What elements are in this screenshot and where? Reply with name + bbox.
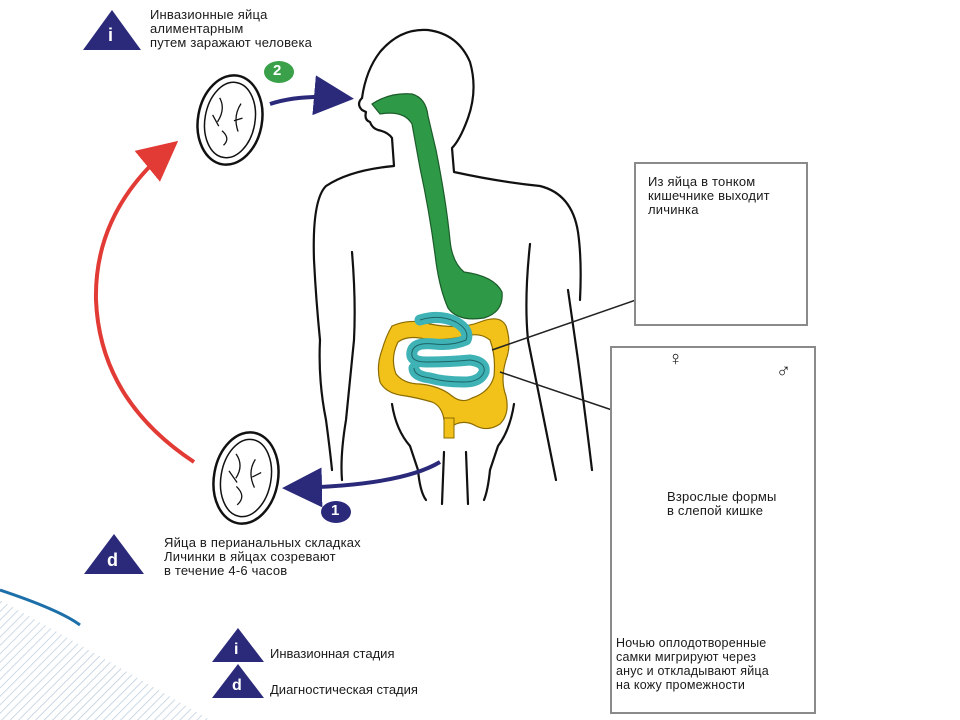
pointer-to-box-45 xyxy=(499,371,613,411)
step-1-text: Яйца в перианальных складках Личинки в я… xyxy=(164,535,361,578)
digestive-tract xyxy=(371,93,510,439)
large-intestine xyxy=(377,318,510,430)
egg-perianal xyxy=(212,431,280,525)
step-4-text: Взрослые формы в слепой кишке xyxy=(667,489,777,518)
badge-number-4: 4 xyxy=(687,454,696,471)
arrow-cycle-red xyxy=(93,140,196,464)
human-body-outline xyxy=(312,28,594,506)
step-5-text: Ночью оплодотворенные самки мигрируют че… xyxy=(616,636,769,692)
stage-d-letter: d xyxy=(107,550,119,570)
stage-i-letter: i xyxy=(108,25,114,45)
female-symbol: ♀ xyxy=(668,348,684,370)
arrow-step-2 xyxy=(269,75,354,116)
step-3-text: Из яйца в тонком кишечнике выходит личин… xyxy=(648,174,770,217)
legend-triangle-i xyxy=(212,628,264,662)
legend-invasive-label: Инвазионная стадия xyxy=(270,646,395,661)
legend-diagnostic-label: Диагностическая стадия xyxy=(270,682,418,697)
step-3-box xyxy=(634,162,808,326)
legend-d-letter: d xyxy=(232,677,242,694)
legend-triangle-d xyxy=(212,664,264,698)
badge-1 xyxy=(321,501,351,523)
pointer-to-box-3 xyxy=(491,299,637,351)
badge-number-3: 3 xyxy=(650,230,659,247)
slide-corner-decoration xyxy=(0,588,210,720)
egg-invasive xyxy=(196,74,264,166)
legend-i-letter: i xyxy=(234,641,239,658)
stage-triangle-i-top xyxy=(83,10,141,50)
badge-number-1: 1 xyxy=(331,502,340,519)
step-4-5-box xyxy=(610,346,816,714)
badge-number-2: 2 xyxy=(273,62,282,79)
esophagus xyxy=(371,93,503,320)
stage-triangle-d xyxy=(84,534,144,574)
badge-2 xyxy=(264,61,294,83)
step-2-text: Инвазионные яйца алиментарным путем зара… xyxy=(150,7,313,50)
badge-number-5: 5 xyxy=(627,584,636,601)
male-symbol: ♂ xyxy=(776,360,792,382)
arrow-step-1 xyxy=(282,460,442,508)
